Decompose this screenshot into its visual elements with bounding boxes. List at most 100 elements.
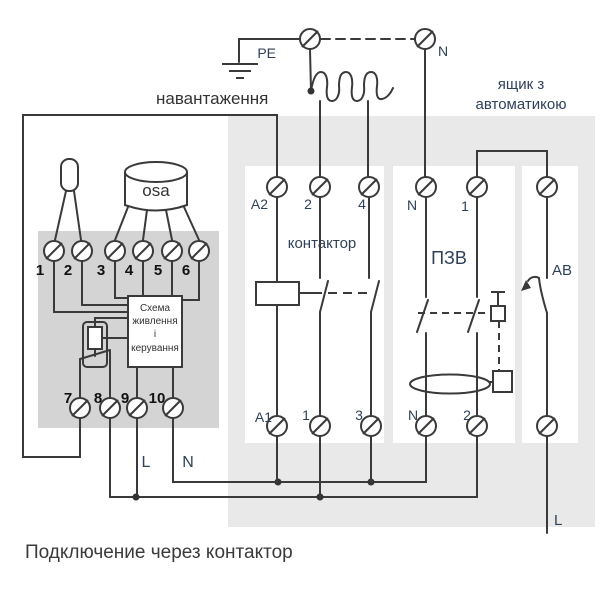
rcd-terminal-1 xyxy=(466,176,488,198)
control-box-text: живлення xyxy=(132,316,177,327)
contactor-terminal-a2 xyxy=(266,176,288,198)
breaker-release-arrow xyxy=(521,280,531,291)
control-box-text: керування xyxy=(131,343,179,354)
contactor-1-label: 1 xyxy=(302,407,310,423)
osa-label: osa xyxy=(142,181,170,200)
osa-top xyxy=(124,161,188,183)
terminal-5 xyxy=(161,240,183,262)
terminal-6-label: 6 xyxy=(182,262,190,279)
control-box: Схема живлення і керування xyxy=(127,295,183,368)
internal-wire xyxy=(81,261,129,306)
mains-rails: L N xyxy=(109,417,478,501)
terminal-4-label: 4 xyxy=(125,262,134,279)
terminal-2 xyxy=(71,240,93,262)
breaker-release-hook xyxy=(527,275,540,282)
breaker-panel xyxy=(522,166,578,443)
contact-blade xyxy=(319,280,329,313)
coil-feed-loop-wire xyxy=(22,114,278,458)
terminal-3-label: 3 xyxy=(97,262,105,279)
rcd-terminal-n-bottom xyxy=(415,415,437,437)
rcd-terminal-n-top xyxy=(415,176,437,198)
trip-relay xyxy=(492,370,513,393)
terminal-5-label: 5 xyxy=(154,262,162,279)
terminal-9-label: 9 xyxy=(121,390,129,407)
internal-relay xyxy=(79,317,129,399)
control-box-outline xyxy=(127,295,183,368)
rcd-breaker-bridge-wire xyxy=(476,150,548,178)
junction-dot xyxy=(307,87,315,95)
contactor-a1-label: A1 xyxy=(255,409,272,425)
l-rail-label: L xyxy=(142,454,151,471)
terminal-1-label: 1 xyxy=(36,262,44,279)
rcd-contact-blade xyxy=(467,299,480,333)
breaker-terminal-top xyxy=(536,176,558,198)
contactor-terminal-3 xyxy=(360,415,382,437)
pe-ground-section: PE N xyxy=(222,28,448,178)
capsule-lead xyxy=(54,190,67,241)
junction-dot xyxy=(132,493,140,501)
test-button-icon xyxy=(490,291,506,322)
circuit-breaker: АВ L xyxy=(521,176,572,534)
relay-contact-blade xyxy=(79,349,111,360)
control-box-text: Схема xyxy=(140,303,171,314)
l-supply-label: L xyxy=(554,512,562,529)
automation-box-label: ящик з автоматикою xyxy=(476,76,567,113)
terminal-6 xyxy=(188,240,210,262)
osa-sensor-icon: osa xyxy=(124,161,188,212)
n-rail-wire xyxy=(172,417,427,483)
terminal-7-label: 7 xyxy=(64,390,72,407)
rcd-panel xyxy=(393,166,515,443)
osa-lead xyxy=(183,206,200,241)
diagram-caption: Подключение через контактор xyxy=(25,542,293,563)
internal-wire xyxy=(53,261,129,313)
relay-coil xyxy=(87,326,103,350)
contactor-terminal-4 xyxy=(358,176,380,198)
test-button-body xyxy=(490,305,506,322)
terminal-8 xyxy=(99,397,121,419)
sensor-capsule-icon xyxy=(60,158,79,192)
rcd-title: ПЗВ xyxy=(431,248,467,268)
ground-icon xyxy=(222,63,258,79)
osa-lead xyxy=(165,209,173,241)
rcd: ПЗВ N 1 N 2 xyxy=(407,150,548,437)
pe-wire xyxy=(309,49,312,91)
n-label: N xyxy=(438,43,448,59)
rcd-2-label: 2 xyxy=(463,407,471,423)
contactor-terminal-2 xyxy=(309,176,331,198)
rcd-n-top-label: N xyxy=(407,197,417,213)
n-terminal xyxy=(414,28,436,50)
rcd-1-label: 1 xyxy=(461,198,469,214)
relay-frame xyxy=(82,321,108,368)
contactor-coil xyxy=(255,281,300,306)
timer-device: osa 1 2 3 4 5 6 Схема живлення і керу xyxy=(22,114,278,458)
rcd-contact-blade xyxy=(416,299,429,333)
breaker-blade xyxy=(538,277,548,314)
contactor-terminal-1 xyxy=(309,415,331,437)
osa-lead xyxy=(142,209,148,241)
terminal-7 xyxy=(69,397,91,419)
breaker-terminal-bottom xyxy=(536,415,558,437)
automation-box-label-line2: автоматикою xyxy=(476,96,567,113)
load-section: навантаження xyxy=(156,70,394,178)
terminal-2-label: 2 xyxy=(64,262,72,279)
pe-label: PE xyxy=(257,45,276,61)
control-box-text: і xyxy=(154,329,156,340)
load-label: навантаження xyxy=(156,89,268,108)
terminal-10-label: 10 xyxy=(149,390,166,407)
capsule-lead xyxy=(73,190,82,241)
l-rail-wire xyxy=(109,417,478,498)
contactor-title: контактор xyxy=(288,235,357,252)
terminal-3 xyxy=(104,240,126,262)
relay-wire xyxy=(94,317,129,328)
contactor: контактор A2 2 4 A1 1 3 xyxy=(251,176,382,498)
automation-box-label-line1: ящик з xyxy=(498,76,545,93)
contactor-4-label: 4 xyxy=(358,196,366,212)
n-rail-label: N xyxy=(182,454,194,471)
contactor-a2-label: A2 xyxy=(251,196,268,212)
terminal-10 xyxy=(162,397,184,419)
terminal-8-label: 8 xyxy=(94,390,102,407)
contactor-3-label: 3 xyxy=(355,407,363,423)
terminal-1 xyxy=(43,240,65,262)
